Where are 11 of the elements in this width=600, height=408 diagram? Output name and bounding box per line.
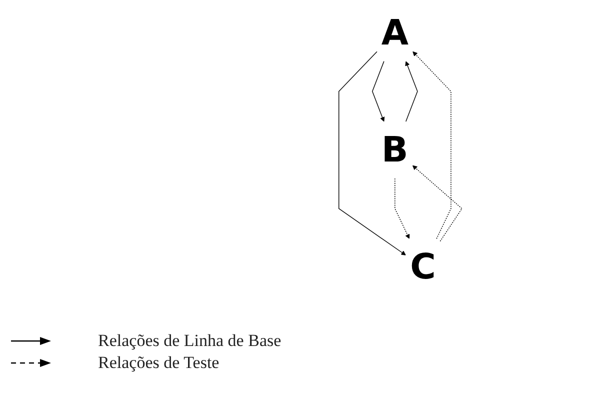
legend-text: Relações de Linha de Base (98, 331, 282, 351)
arrow (338, 51, 406, 256)
node-text: A (380, 12, 408, 54)
arrow (412, 51, 451, 240)
arrow (412, 165, 462, 242)
node-text: B (381, 130, 408, 170)
node-text: C (410, 246, 436, 288)
arrow (372, 60, 384, 122)
arrow (404, 61, 418, 122)
arrow (394, 178, 410, 239)
legend-text: Relações de Teste (98, 353, 220, 373)
